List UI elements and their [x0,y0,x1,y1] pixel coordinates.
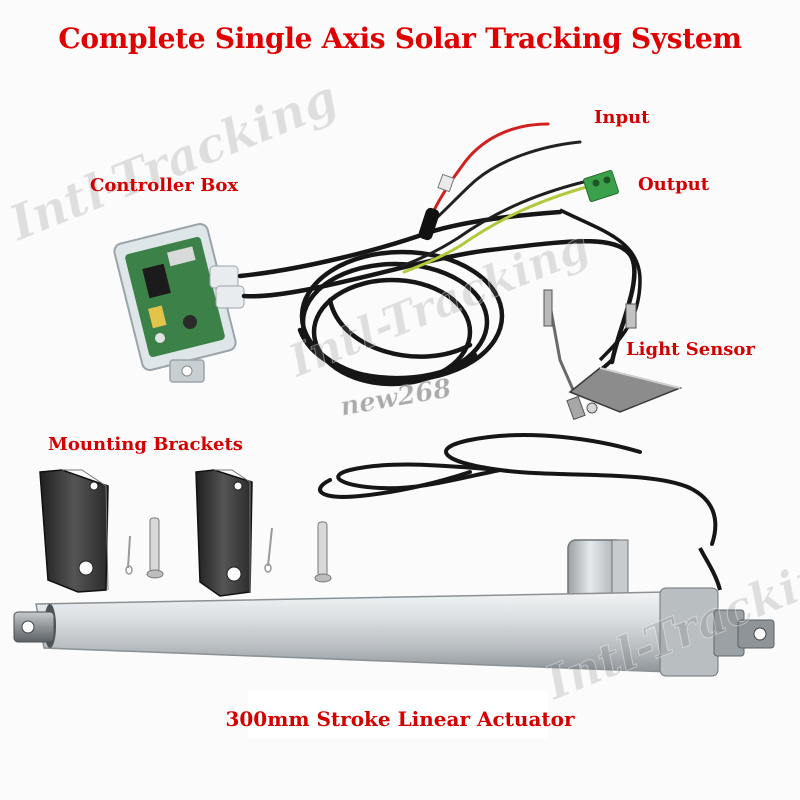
label-controller-box: Controller Box [90,175,239,196]
linear-actuator [13,539,775,677]
page-title: Complete Single Axis Solar Tracking Syst… [58,22,742,55]
label-light-sensor: Light Sensor [626,339,755,360]
mounting-brackets [39,469,253,597]
light-sensor [543,208,683,421]
label-input: Input [594,107,650,128]
actuator-cable [318,433,718,546]
input-wires [418,122,582,241]
label-mounting-brackets: Mounting Brackets [48,434,243,455]
mounting-pins [125,517,332,583]
controller-cables [237,209,637,387]
output-wires [400,169,619,274]
controller-box [113,223,245,383]
actuator-label-backdrop [248,690,548,738]
label-actuator: 300mm Stroke Linear Actuator [225,707,575,731]
label-output: Output [638,174,710,195]
